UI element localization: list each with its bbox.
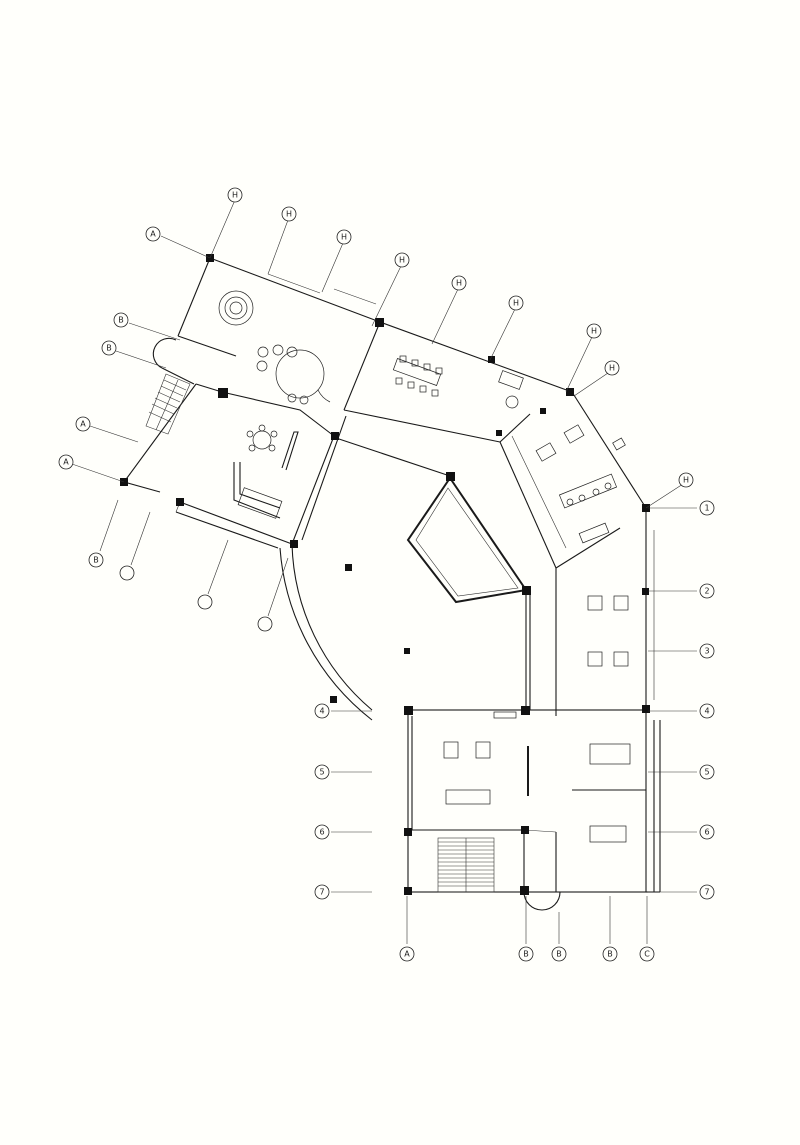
grid-bubble-west-9 [257, 616, 273, 632]
grid-bubble-top-4: H [394, 252, 410, 268]
grid-bubble-west-4: A [75, 416, 91, 432]
grid-bubble-west-6: B [88, 552, 104, 568]
grid-bubble-top-9: H [678, 472, 694, 488]
grid-label-right-4: 4 [704, 707, 709, 716]
grid-label-right-6: 6 [704, 828, 709, 837]
grid-bubble-right-5: 5 [699, 764, 715, 780]
grid-bubble-top-8: H [604, 360, 620, 376]
grid-label-left-7: 7 [319, 888, 324, 897]
grid-label-right-3: 3 [704, 647, 709, 656]
grid-label-west-5: A [63, 458, 69, 467]
grid-bubble-left-7: 7 [314, 884, 330, 900]
grid-bubble-left-6: 6 [314, 824, 330, 840]
grid-bubble-top-3: H [336, 229, 352, 245]
grid-bubble-west-3: B [101, 340, 117, 356]
grid-bubble-top-1: H [227, 187, 243, 203]
grid-label-bottom-a: A [404, 950, 410, 959]
grid-label-west-4: A [80, 420, 86, 429]
grid-label-right-7: 7 [704, 888, 709, 897]
grid-label-top-4: H [399, 256, 405, 265]
grid-label-top-1: H [232, 191, 238, 200]
grid-bubbles-top: H H H H H H H H H [227, 187, 694, 488]
grid-label-bottom-b2: B [607, 950, 613, 959]
grid-bubbles-right: 1 2 3 4 5 6 7 [699, 500, 715, 900]
grid-label-bottom-b1: B [556, 950, 562, 959]
grid-label-right-2: 2 [704, 587, 709, 596]
grid-label-left-6: 6 [319, 828, 324, 837]
grid-bubble-bottom-b2: B [602, 946, 618, 962]
grid-bubble-west-5: A [58, 454, 74, 470]
furniture [218, 290, 631, 843]
grid-label-bottom-c: C [644, 950, 650, 959]
grid-label-west-2: B [118, 316, 124, 325]
grid-bubble-bottom-a: A [399, 946, 415, 962]
grid-label-top-9: H [683, 476, 689, 485]
grid-label-right-5: 5 [704, 768, 709, 777]
grid-bubbles-left: 4 5 6 7 [314, 703, 330, 900]
grid-bubbles-bottom: A B B B C [399, 946, 655, 962]
grid-label-west-6: B [93, 556, 99, 565]
grid-bubble-top-6: H [508, 295, 524, 311]
grid-label-top-6: H [513, 299, 519, 308]
grid-label-left-4: 4 [319, 707, 324, 716]
grid-bubble-top-5: H [451, 275, 467, 291]
grid-bubble-bottom-b: B [518, 946, 534, 962]
grid-bubble-west-8 [197, 594, 213, 610]
grid-label-top-8: H [609, 364, 615, 373]
grid-bubble-right-3: 3 [699, 643, 715, 659]
grid-label-top-3: H [341, 233, 347, 242]
grid-bubble-top-2: H [281, 206, 297, 222]
grid-label-top-5: H [456, 279, 462, 288]
grid-bubble-west-1: A [145, 226, 161, 242]
grid-bubble-west-2: B [113, 312, 129, 328]
grid-bubble-right-4: 4 [699, 703, 715, 719]
grid-bubble-right-1: 1 [699, 500, 715, 516]
grid-bubble-west-7 [119, 565, 135, 581]
grid-bubble-top-7: H [586, 323, 602, 339]
walls [123, 257, 661, 911]
grid-bubbles-west: A B B A A B [58, 226, 273, 632]
grid-bubble-right-6: 6 [699, 824, 715, 840]
grid-label-left-5: 5 [319, 768, 324, 777]
stair-south [437, 837, 495, 893]
grid-bubble-left-5: 5 [314, 764, 330, 780]
grid-bubble-bottom-c: C [639, 946, 655, 962]
grid-lines [71, 199, 697, 944]
grid-bubble-left-4: 4 [314, 703, 330, 719]
stair-west [145, 373, 191, 435]
grid-bubble-bottom-b1: B [551, 946, 567, 962]
columns [120, 254, 650, 895]
grid-bubble-right-7: 7 [699, 884, 715, 900]
grid-label-bottom-b: B [523, 950, 529, 959]
grid-label-west-3: B [106, 344, 112, 353]
grid-label-west-1: A [150, 230, 156, 239]
grid-label-top-7: H [591, 327, 597, 336]
grid-label-top-2: H [286, 210, 292, 219]
grid-label-right-1: 1 [704, 504, 709, 513]
grid-bubble-right-2: 2 [699, 583, 715, 599]
